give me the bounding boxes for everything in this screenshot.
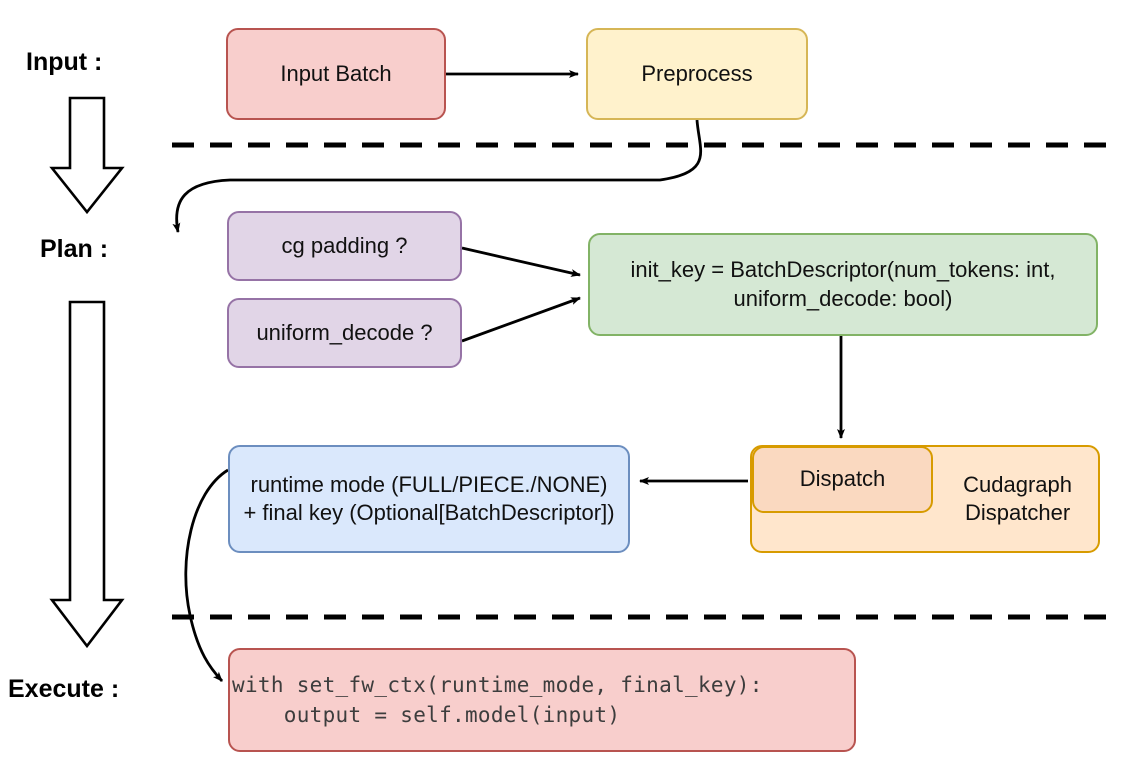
node-preprocess-label: Preprocess [641,60,753,86]
node-runtime-mode-label: runtime mode (FULL/PIECE./NONE) + final … [243,471,615,525]
stage-label-plan: Plan : [40,235,109,263]
stage-label-execute: Execute : [8,675,120,703]
stage-label-input: Input : [26,48,103,76]
node-uniform-decode[interactable]: uniform_decode ? [227,298,462,368]
node-input-batch[interactable]: Input Batch [226,28,446,120]
edge-runtime-mode-to-execute-code [184,468,229,682]
input-to-plan-flow-arrow [49,96,125,215]
node-dispatch[interactable]: Dispatch [752,446,933,513]
edge-uniform-decode-to-init-key [461,296,581,343]
node-cg-padding[interactable]: cg padding ? [227,211,462,281]
node-uniform-decode-label: uniform_decode ? [256,319,433,345]
node-preprocess[interactable]: Preprocess [586,28,808,120]
plan-to-execute-flow-arrow [49,300,125,649]
node-cg-padding-label: cg padding ? [281,232,408,258]
node-execute-code-label: with set_fw_ctx(runtime_mode, final_key)… [232,672,763,727]
node-input-batch-label: Input Batch [280,60,392,86]
node-runtime-mode[interactable]: runtime mode (FULL/PIECE./NONE) + final … [228,445,630,553]
node-execute-code[interactable]: with set_fw_ctx(runtime_mode, final_key)… [228,648,856,752]
node-init-key-label: init_key = BatchDescriptor(num_tokens: i… [630,257,1056,311]
node-dispatch-label: Dispatch [799,466,886,492]
node-cudagraph-dispatcher-label: Cudagraph Dispatcher [963,471,1072,525]
node-init-key[interactable]: init_key = BatchDescriptor(num_tokens: i… [588,233,1098,336]
edge-cg-padding-to-init-key [461,246,581,277]
